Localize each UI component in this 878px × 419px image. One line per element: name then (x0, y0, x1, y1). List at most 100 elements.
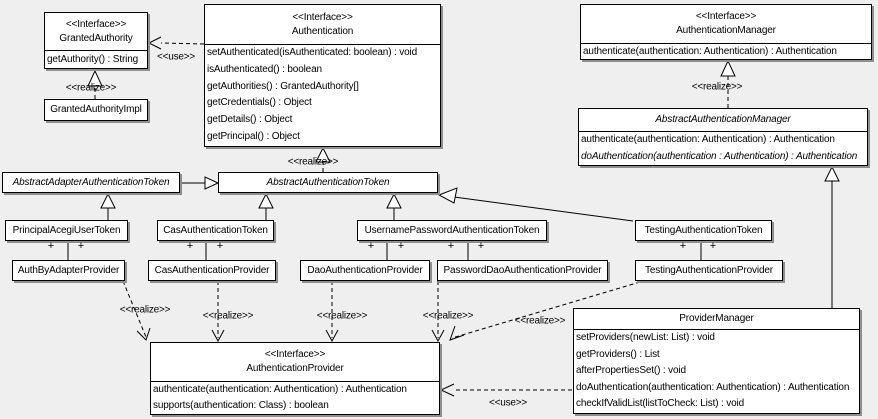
open-arrowhead-icon (325, 329, 339, 343)
class-name: GrantedAuthority (59, 32, 133, 44)
class-title: <<Interface>> Authentication (205, 5, 440, 45)
stereotype-label: <<Interface>> (264, 349, 326, 360)
edge-stereotype-label: <<realize>> (287, 156, 339, 168)
association-plus-mark: + (397, 240, 405, 252)
stereotype-label: <<Interface>> (695, 11, 757, 22)
association-plus-mark: + (367, 240, 375, 252)
methods-compartment: getAuthority() : String (45, 51, 147, 68)
edge-stereotype-label: <<realize>> (514, 315, 566, 327)
triangle-arrowhead-icon (315, 146, 331, 163)
class-name: CasAuthenticationToken (163, 224, 268, 236)
class-title: GrantedAuthorityImpl (45, 100, 147, 120)
open-arrowhead-icon (439, 383, 455, 397)
method-row: isAuthenticated() : boolean (207, 63, 322, 75)
class-title: AbstractAdapterAuthenticationToken (3, 173, 179, 192)
methods-compartment: setProviders(newList: List) : void getPro… (574, 330, 859, 413)
edge-stereotype-label: <<realize>> (119, 304, 171, 316)
class-name: PasswordDaoAuthenticationProvider (443, 264, 602, 276)
triangle-arrowhead-icon (204, 176, 220, 190)
method-row: setProviders(newList: List) : void (576, 332, 715, 343)
triangle-arrowhead-icon (386, 192, 402, 209)
class-name: AuthenticationManager (676, 25, 776, 36)
edge-stereotype-label: <<use>> (488, 397, 528, 409)
edge-stereotype-label: <<use>> (156, 51, 196, 63)
open-arrowhead-icon (136, 327, 151, 341)
class-title: TestingAuthenticationToken (636, 221, 771, 240)
class-testing-authentication-token: TestingAuthenticationToken (635, 220, 772, 241)
association-plus-mark: + (216, 240, 224, 252)
method-row: getDetails() : Object (207, 114, 293, 126)
class-name: TestingAuthenticationToken (644, 224, 763, 236)
edge-generalization-testing-authentication-token-to-abstract-authentication-token (453, 196, 634, 222)
class-abstract-authentication-manager: AbstractAuthenticationManager authenticat… (578, 108, 868, 166)
class-title: DaoAuthenticationProvider (301, 261, 429, 280)
association-plus-mark: + (447, 240, 455, 252)
class-title: <<Interface>> AuthenticationProvider (151, 343, 439, 382)
class-name: AuthenticationProvider (246, 363, 344, 374)
class-name: GrantedAuthorityImpl (50, 104, 142, 115)
class-granted-authority-impl: GrantedAuthorityImpl (44, 99, 148, 121)
edge-stereotype-label: <<realize>> (316, 310, 368, 322)
class-title: CasAuthenticationToken (158, 221, 273, 240)
class-authentication-manager: <<Interface>> AuthenticationManager authen… (580, 4, 872, 60)
class-password-dao-authentication-provider: PasswordDaoAuthenticationProvider (437, 260, 608, 281)
association-plus-mark: + (186, 240, 194, 252)
method-row: authenticate(authentication: Authenticat… (581, 134, 835, 145)
triangle-arrowhead-icon (720, 59, 736, 77)
class-title: TestingAuthenticationProvider (636, 261, 782, 280)
class-name: ProviderManager (679, 313, 754, 324)
edge-stereotype-label: <<realize>> (691, 81, 743, 93)
edge-stereotype-label: <<realize>> (202, 310, 254, 322)
class-cas-authentication-token: CasAuthenticationToken (157, 220, 274, 241)
class-name: UsernamePasswordAuthenticationToken (364, 224, 540, 236)
class-granted-authority: <<Interface>> GrantedAuthority getAuthorit… (44, 12, 148, 69)
method-row: authenticate(authentication: Authenticat… (583, 46, 837, 57)
association-plus-mark: + (477, 240, 485, 252)
method-row: setAuthenticated(isAuthenticated: boolea… (207, 47, 418, 58)
stereotype-label: <<Interface>> (292, 11, 353, 23)
edge-dependency-authentication-to-granted-authority (160, 42, 205, 45)
open-arrowhead-icon (449, 325, 465, 341)
class-name: AbstractAdapterAuthenticationToken (12, 176, 170, 188)
class-name: AbstractAuthenticationToken (266, 176, 390, 188)
class-username-password-authentication-token: UsernamePasswordAuthenticationToken (357, 220, 547, 241)
class-title: ProviderManager (574, 309, 859, 330)
class-title: <<Interface>> GrantedAuthority (45, 13, 147, 51)
method-row: doAuthentication(authentication : Authen… (581, 150, 858, 162)
class-title: <<Interface>> AuthenticationManager (581, 5, 871, 44)
association-plus-mark: + (679, 240, 687, 252)
class-title: AbstractAuthenticationManager (579, 109, 867, 132)
open-arrowhead-icon (211, 329, 225, 343)
method-row: checkIfValidList(listToCheck: List) : vo… (576, 398, 745, 410)
method-row: getAuthorities() : GrantedAuthority[] (207, 80, 359, 92)
method-row: getProviders() : List (576, 348, 660, 360)
class-name: AbstractAuthenticationManager (655, 114, 791, 125)
class-abstract-authentication-token: AbstractAuthenticationToken (218, 172, 438, 193)
method-row: afterPropertiesSet() : void (576, 365, 686, 377)
association-plus-mark: + (709, 240, 717, 252)
triangle-arrowhead-icon (87, 69, 103, 87)
class-title: UsernamePasswordAuthenticationToken (358, 221, 546, 240)
edge-dependency-testing-authentication-provider-to-authentication-provider (451, 281, 641, 339)
methods-compartment: setAuthenticated(isAuthenticated: boolea… (205, 45, 440, 146)
class-name: AuthByAdapterProvider (17, 264, 120, 276)
association-plus-mark: + (47, 240, 55, 252)
class-title: PasswordDaoAuthenticationProvider (438, 261, 607, 280)
triangle-arrowhead-icon (100, 192, 116, 209)
class-authentication: <<Interface>> Authentication setAuthentica… (204, 4, 441, 147)
stereotype-label: <<Interface>> (65, 18, 127, 30)
edge-stereotype-label: <<realize>> (422, 310, 474, 322)
class-name: Authentication (291, 25, 354, 37)
class-testing-authentication-provider: TestingAuthenticationProvider (635, 260, 783, 281)
triangle-arrowhead-icon (437, 187, 458, 204)
class-title: AbstractAuthenticationToken (219, 173, 437, 192)
edge-stereotype-label: <<realize>> (65, 82, 117, 94)
class-provider-manager: ProviderManager setProviders(newList: Lis… (573, 308, 860, 414)
association-plus-mark: + (77, 240, 85, 252)
method-row: getCredentials() : Object (207, 97, 312, 109)
method-row: getAuthority() : String (47, 54, 139, 65)
class-dao-authentication-provider: DaoAuthenticationProvider (300, 260, 430, 281)
